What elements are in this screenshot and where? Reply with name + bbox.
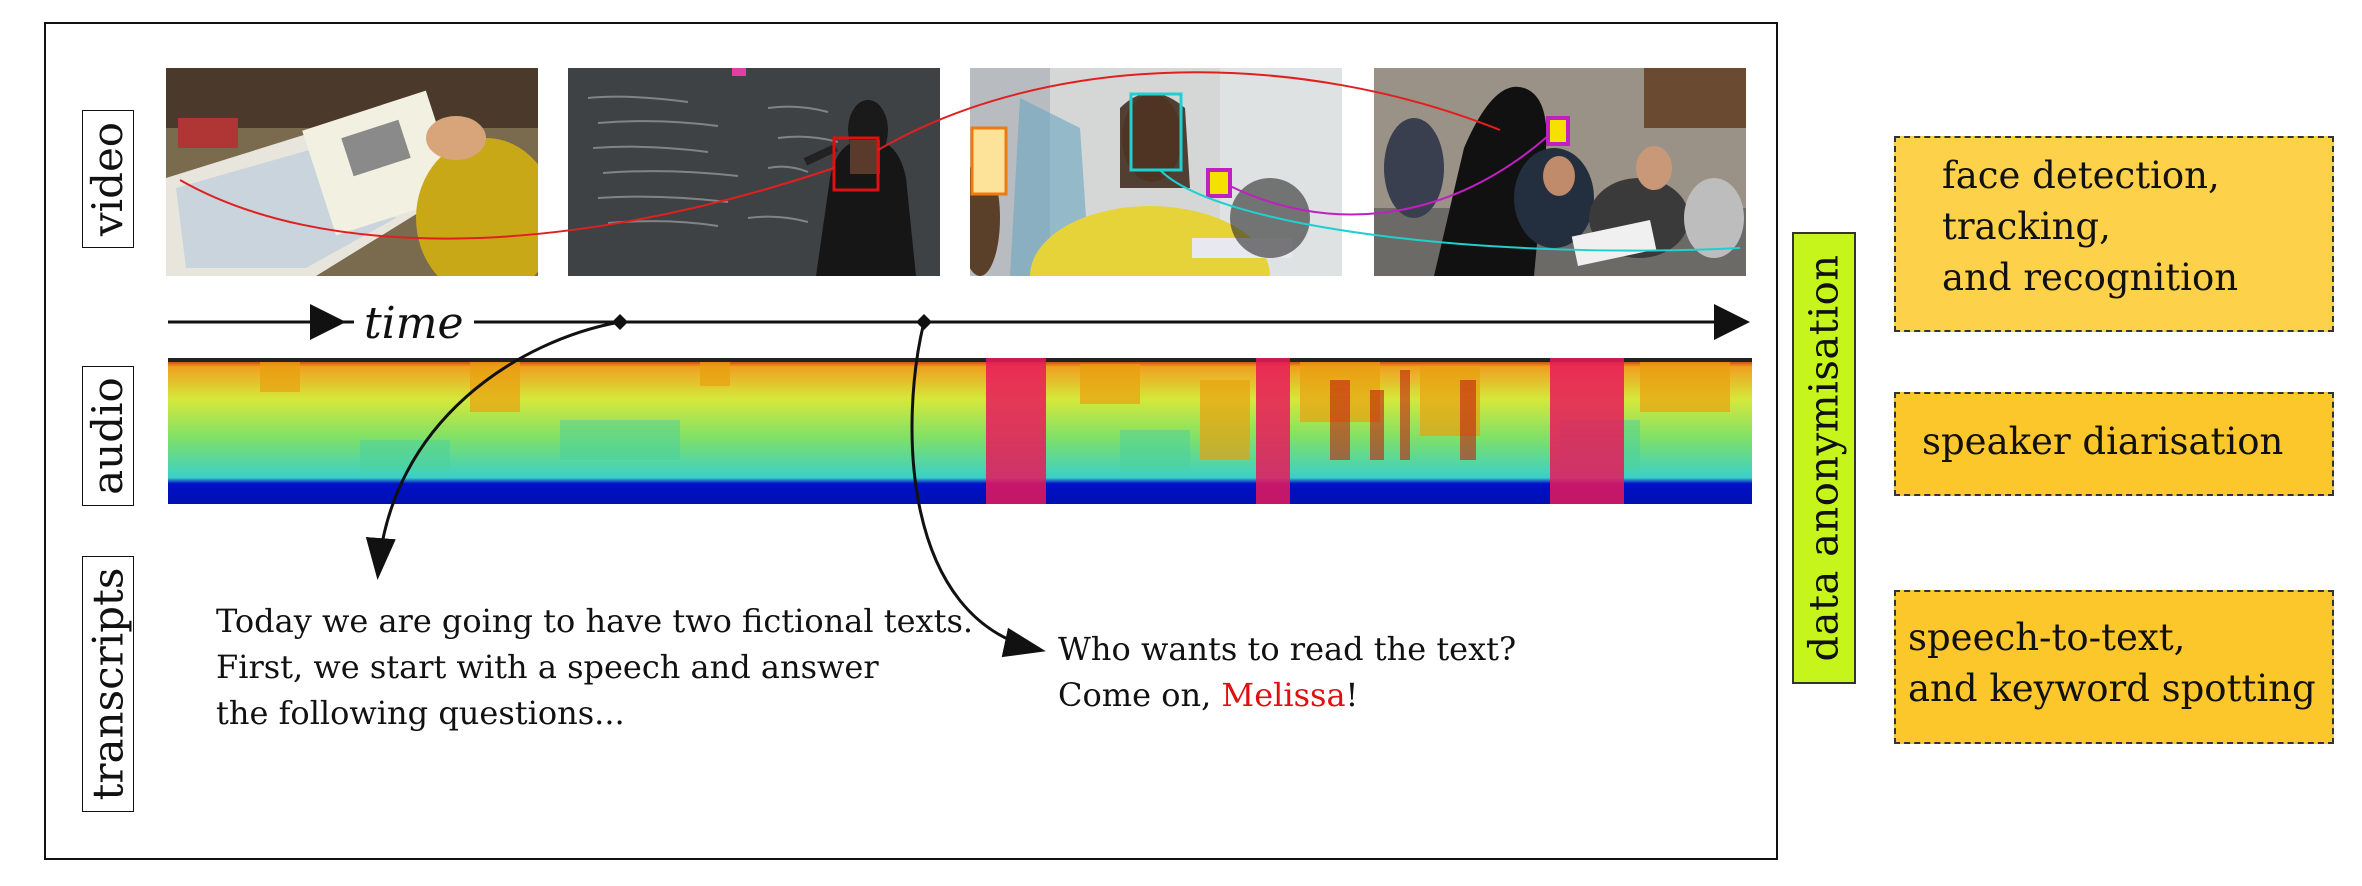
transcript-2-line-1: Who wants to read the text? (1058, 630, 1517, 668)
time-label: time (354, 296, 474, 352)
face-box-red (832, 136, 880, 192)
audio-redaction-3 (1550, 358, 1624, 504)
data-anonymisation-label: data anonymisation (1792, 232, 1856, 684)
task-speaker-diarisation: speaker diarisation (1894, 392, 2334, 496)
video-frame-1 (166, 68, 538, 276)
audio-redaction-1 (986, 358, 1046, 504)
transcript-arrow-2 (910, 321, 1046, 658)
face-redaction-magenta-2 (1546, 116, 1570, 146)
track-cyan (1159, 169, 1741, 252)
detected-keyword-name: Melissa (1221, 676, 1346, 714)
video-frame-2 (568, 68, 940, 276)
transcript-1: Today we are going to have two fictional… (216, 598, 973, 736)
track-magenta (1229, 135, 1549, 216)
audio-row-label: audio (82, 366, 134, 506)
video-frame-4 (1374, 68, 1746, 276)
transcript-2-line-2: Come on, Melissa! (1058, 676, 1359, 714)
video-frame-3 (970, 68, 1342, 276)
transcripts-row-label: transcripts (82, 556, 134, 812)
task-face-detection: face detection,tracking,and recognition (1894, 136, 2334, 332)
task-speech-to-text: speech-to-text,and keyword spotting (1894, 590, 2334, 744)
video-row-label: video (82, 110, 134, 248)
face-box-cyan (1129, 92, 1183, 172)
transcript-1-line-2: First, we start with a speech and answer (216, 648, 879, 686)
track-red-1 (179, 167, 835, 240)
audio-spectrogram (168, 358, 1752, 504)
transcript-arrow-1 (365, 320, 621, 580)
face-redaction-magenta-1 (1206, 168, 1232, 198)
transcript-1-line-3: the following questions... (216, 694, 625, 732)
face-redaction-left (970, 126, 1008, 196)
transcript-2: Who wants to read the text? Come on, Mel… (1058, 626, 1516, 718)
pipeline-frame (44, 22, 1778, 860)
audio-redaction-2 (1256, 358, 1290, 504)
track-red-2 (877, 71, 1501, 151)
transcript-1-line-1: Today we are going to have two fictional… (216, 602, 974, 640)
